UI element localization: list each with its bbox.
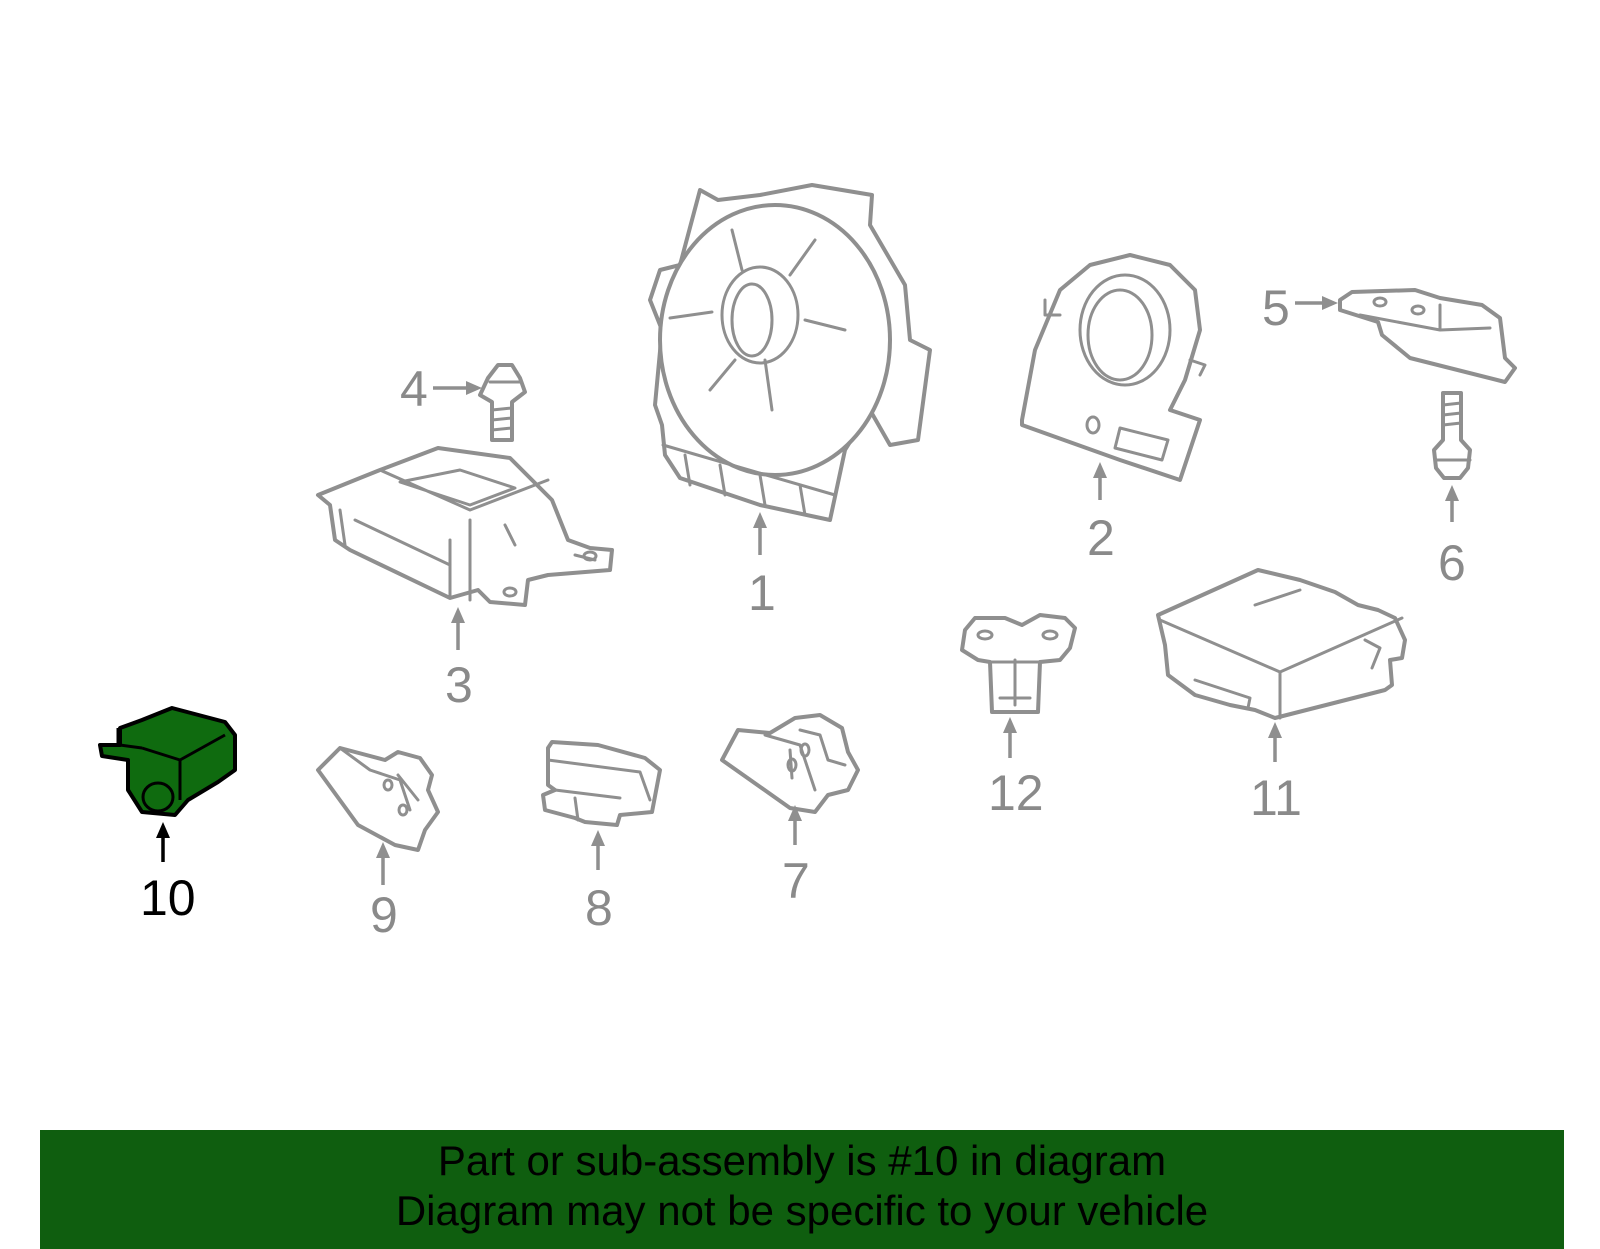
part-6-bolt[interactable]	[1432, 391, 1472, 480]
arrow-7	[788, 805, 802, 845]
part-11-control-unit[interactable]	[1156, 568, 1407, 720]
arrow-6	[1445, 485, 1459, 522]
label-11[interactable]: 11	[1250, 770, 1302, 826]
label-8[interactable]: 8	[585, 880, 613, 936]
part-12-sensor[interactable]	[960, 613, 1077, 714]
label-5[interactable]: 5	[1262, 280, 1290, 336]
part-9-impact-sensor[interactable]	[316, 746, 440, 852]
label-12[interactable]: 12	[988, 765, 1044, 821]
arrow-5	[1295, 296, 1338, 310]
label-9[interactable]: 9	[370, 887, 398, 943]
label-4[interactable]: 4	[400, 361, 428, 417]
part-4-bolt[interactable]	[478, 363, 527, 442]
label-1[interactable]: 1	[748, 565, 776, 621]
part-7-impact-sensor[interactable]	[720, 713, 860, 814]
label-7[interactable]: 7	[782, 853, 810, 909]
arrow-3	[451, 607, 465, 650]
part-5-bracket[interactable]	[1338, 288, 1517, 384]
label-10[interactable]: 10	[140, 870, 196, 926]
arrow-1	[753, 512, 767, 555]
part-2-steering-sensor[interactable]	[1020, 253, 1207, 482]
label-3[interactable]: 3	[445, 657, 473, 713]
part-8-impact-sensor[interactable]	[541, 740, 662, 827]
banner-line-2: Diagram may not be specific to your vehi…	[395, 1187, 1209, 1234]
label-6[interactable]: 6	[1438, 535, 1466, 591]
label-2[interactable]: 2	[1087, 510, 1115, 566]
banner-line-1: Part or sub-assembly is #10 in diagram	[437, 1137, 1167, 1184]
arrow-9	[376, 842, 390, 885]
arrow-8	[591, 830, 605, 870]
arrow-12	[1003, 717, 1017, 758]
info-banner: Part or sub-assembly is #10 in diagram D…	[40, 1130, 1564, 1249]
part-3-control-module[interactable]	[316, 446, 614, 607]
parts-diagram: 1 2 3 4	[98, 183, 1517, 943]
arrow-10	[156, 822, 170, 862]
arrow-4	[433, 381, 482, 395]
part-1-clock-spring[interactable]	[648, 183, 932, 522]
arrow-11	[1268, 722, 1282, 762]
part-10-impact-sensor-selected[interactable]	[98, 706, 237, 817]
arrow-2	[1093, 462, 1107, 500]
